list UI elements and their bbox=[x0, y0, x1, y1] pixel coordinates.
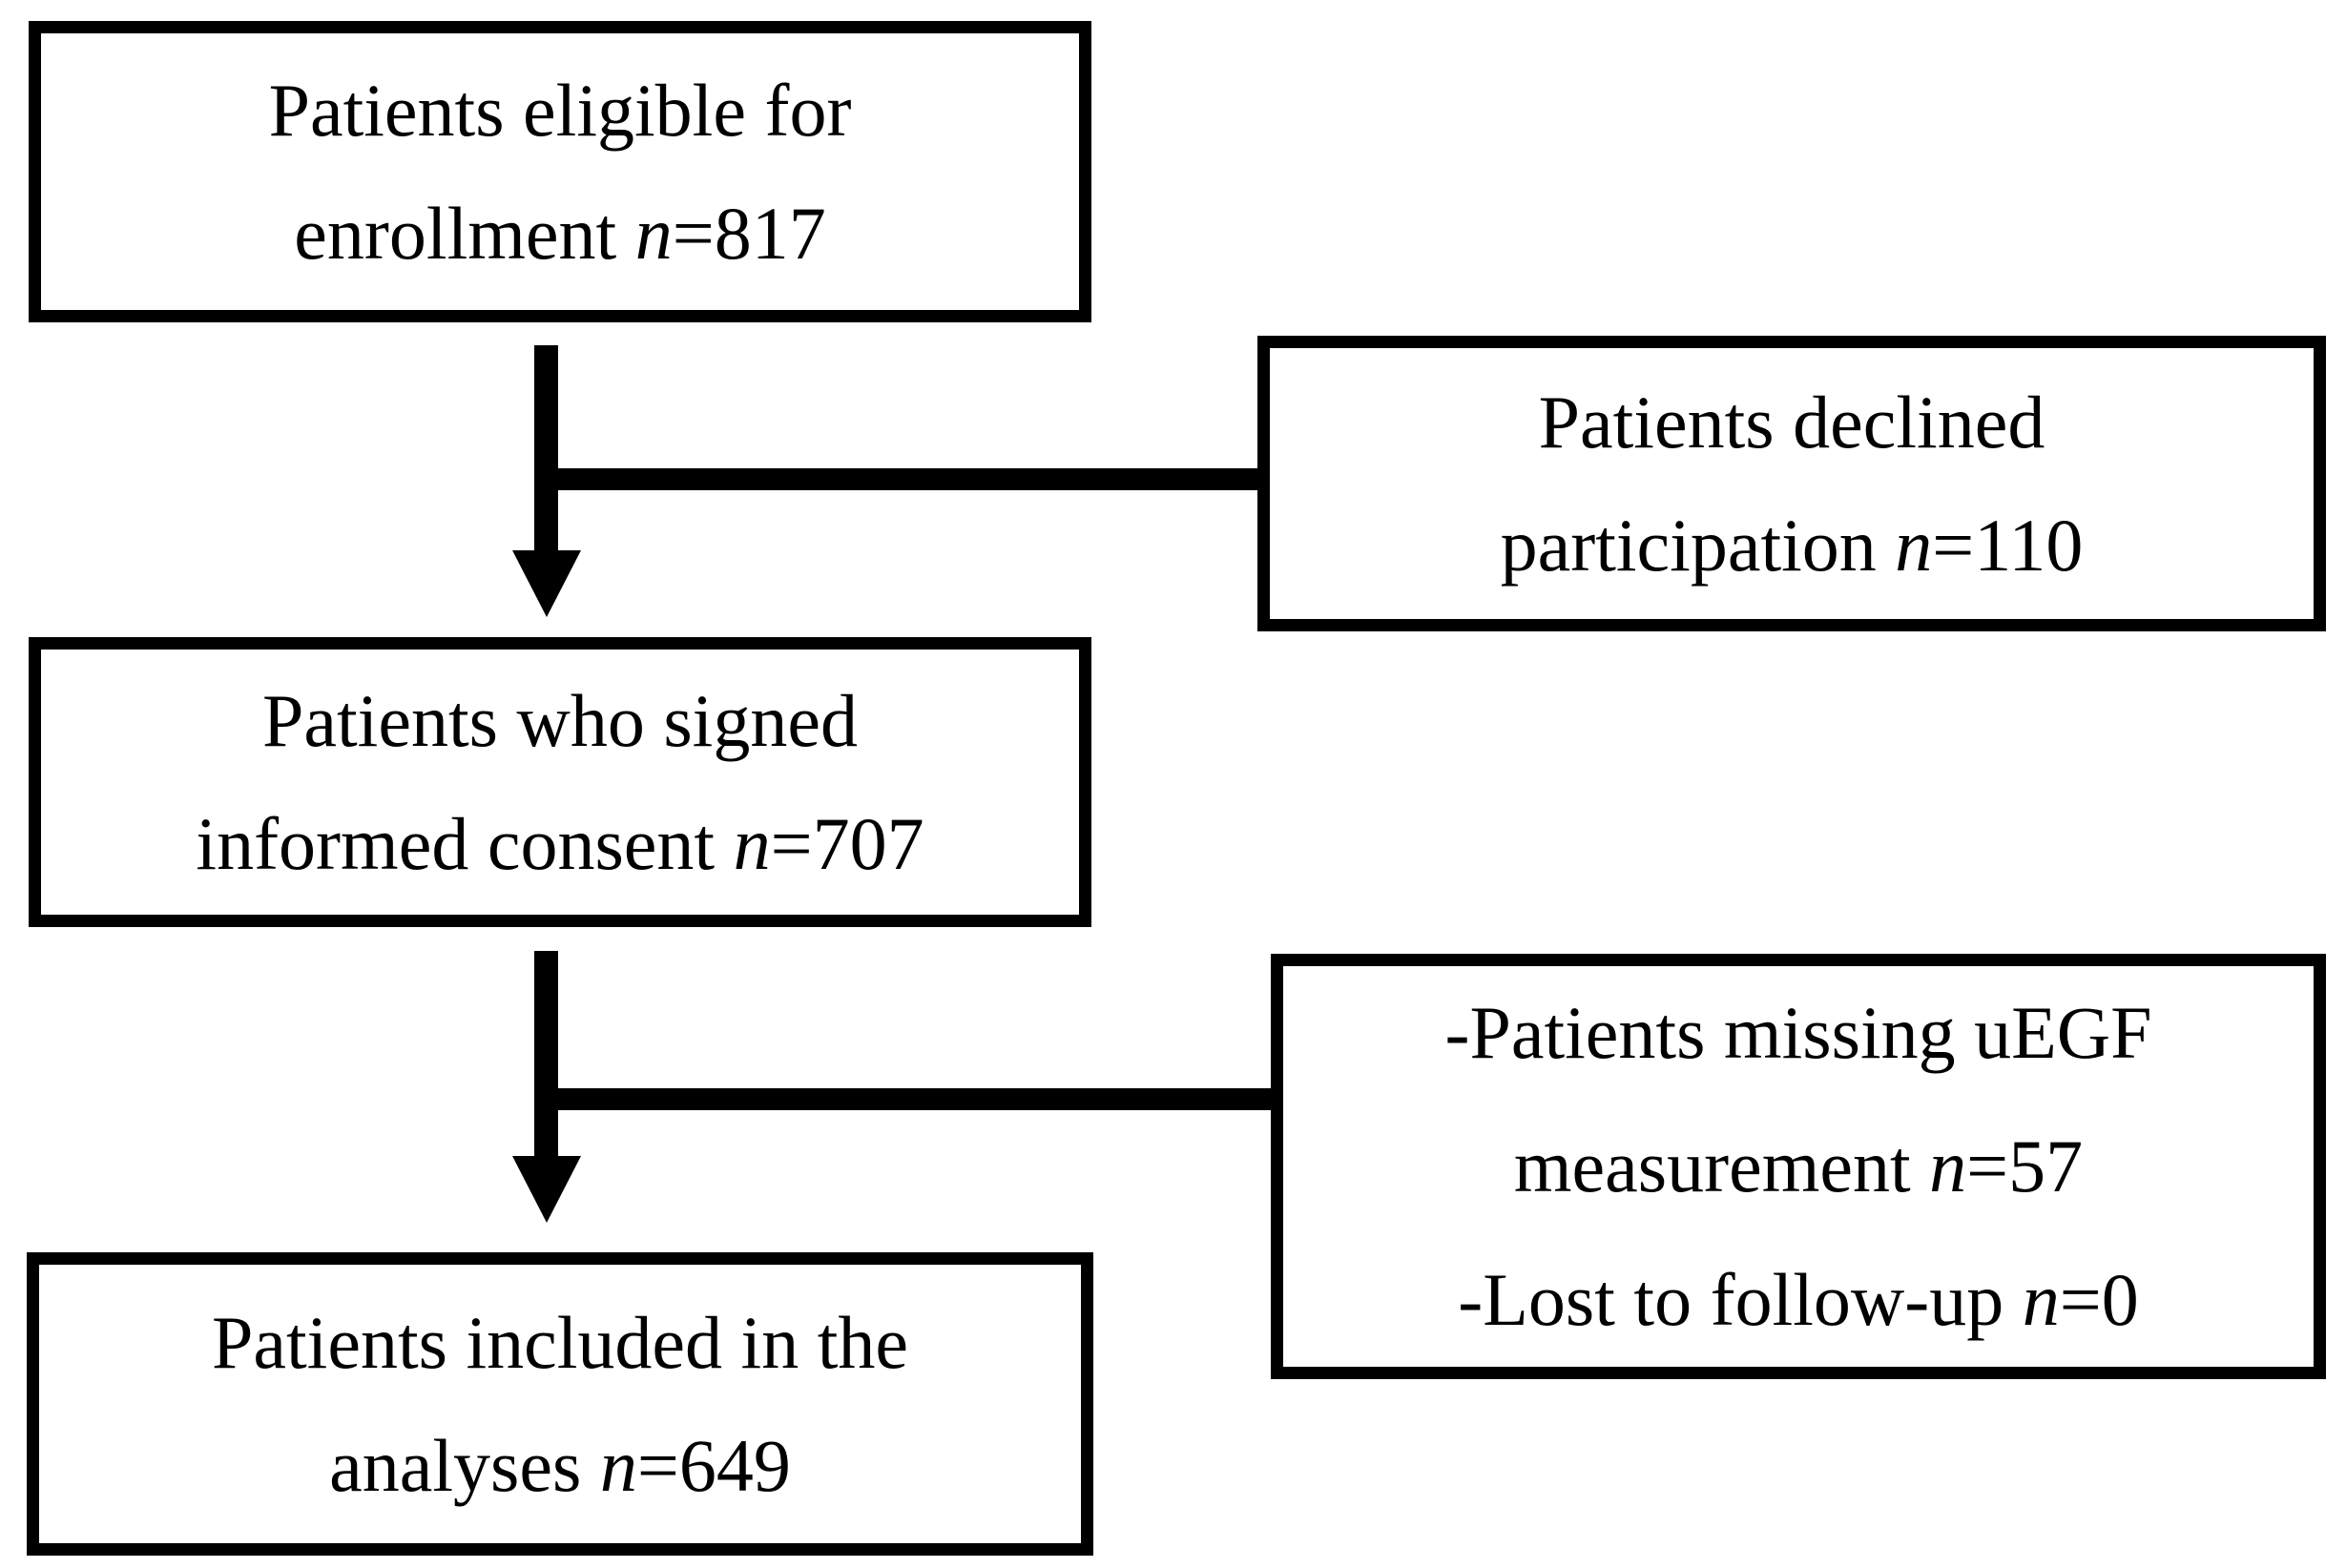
box-excluded-line-1: -Patients missing uEGF bbox=[1444, 991, 2152, 1074]
box-declined-line-2: participation n=110 bbox=[1500, 504, 2084, 587]
box-excluded: -Patients missing uEGF measurement n=57 … bbox=[1271, 954, 2326, 1379]
box-consent-line-2: informed consent n=707 bbox=[196, 802, 924, 885]
box-eligible-line-1: Patients eligible for bbox=[268, 69, 852, 152]
box-included-line-1: Patients included in the bbox=[211, 1301, 909, 1384]
box-excluded-line-3: -Lost to follow-up n=0 bbox=[1458, 1258, 2139, 1341]
box-declined-line-1: Patients declined bbox=[1538, 381, 2045, 464]
box-excluded-line-2: measurement n=57 bbox=[1513, 1124, 2084, 1207]
box-included: Patients included in the analyses n=649 bbox=[27, 1252, 1093, 1556]
box-eligible-line-2: enrollment n=817 bbox=[294, 192, 826, 275]
branch-connector-2 bbox=[534, 1088, 1271, 1110]
box-consent: Patients who signed informed consent n=7… bbox=[29, 637, 1091, 927]
box-included-line-2: analyses n=649 bbox=[329, 1424, 791, 1507]
arrow-stem-1 bbox=[534, 345, 558, 550]
down-arrowhead-1-icon bbox=[512, 550, 581, 617]
box-consent-line-1: Patients who signed bbox=[262, 679, 858, 762]
arrow-stem-2 bbox=[534, 951, 558, 1156]
box-declined: Patients declined participation n=110 bbox=[1257, 336, 2326, 631]
branch-connector-1 bbox=[534, 468, 1257, 490]
box-eligible: Patients eligible for enrollment n=817 bbox=[29, 21, 1091, 322]
down-arrowhead-2-icon bbox=[512, 1156, 581, 1223]
